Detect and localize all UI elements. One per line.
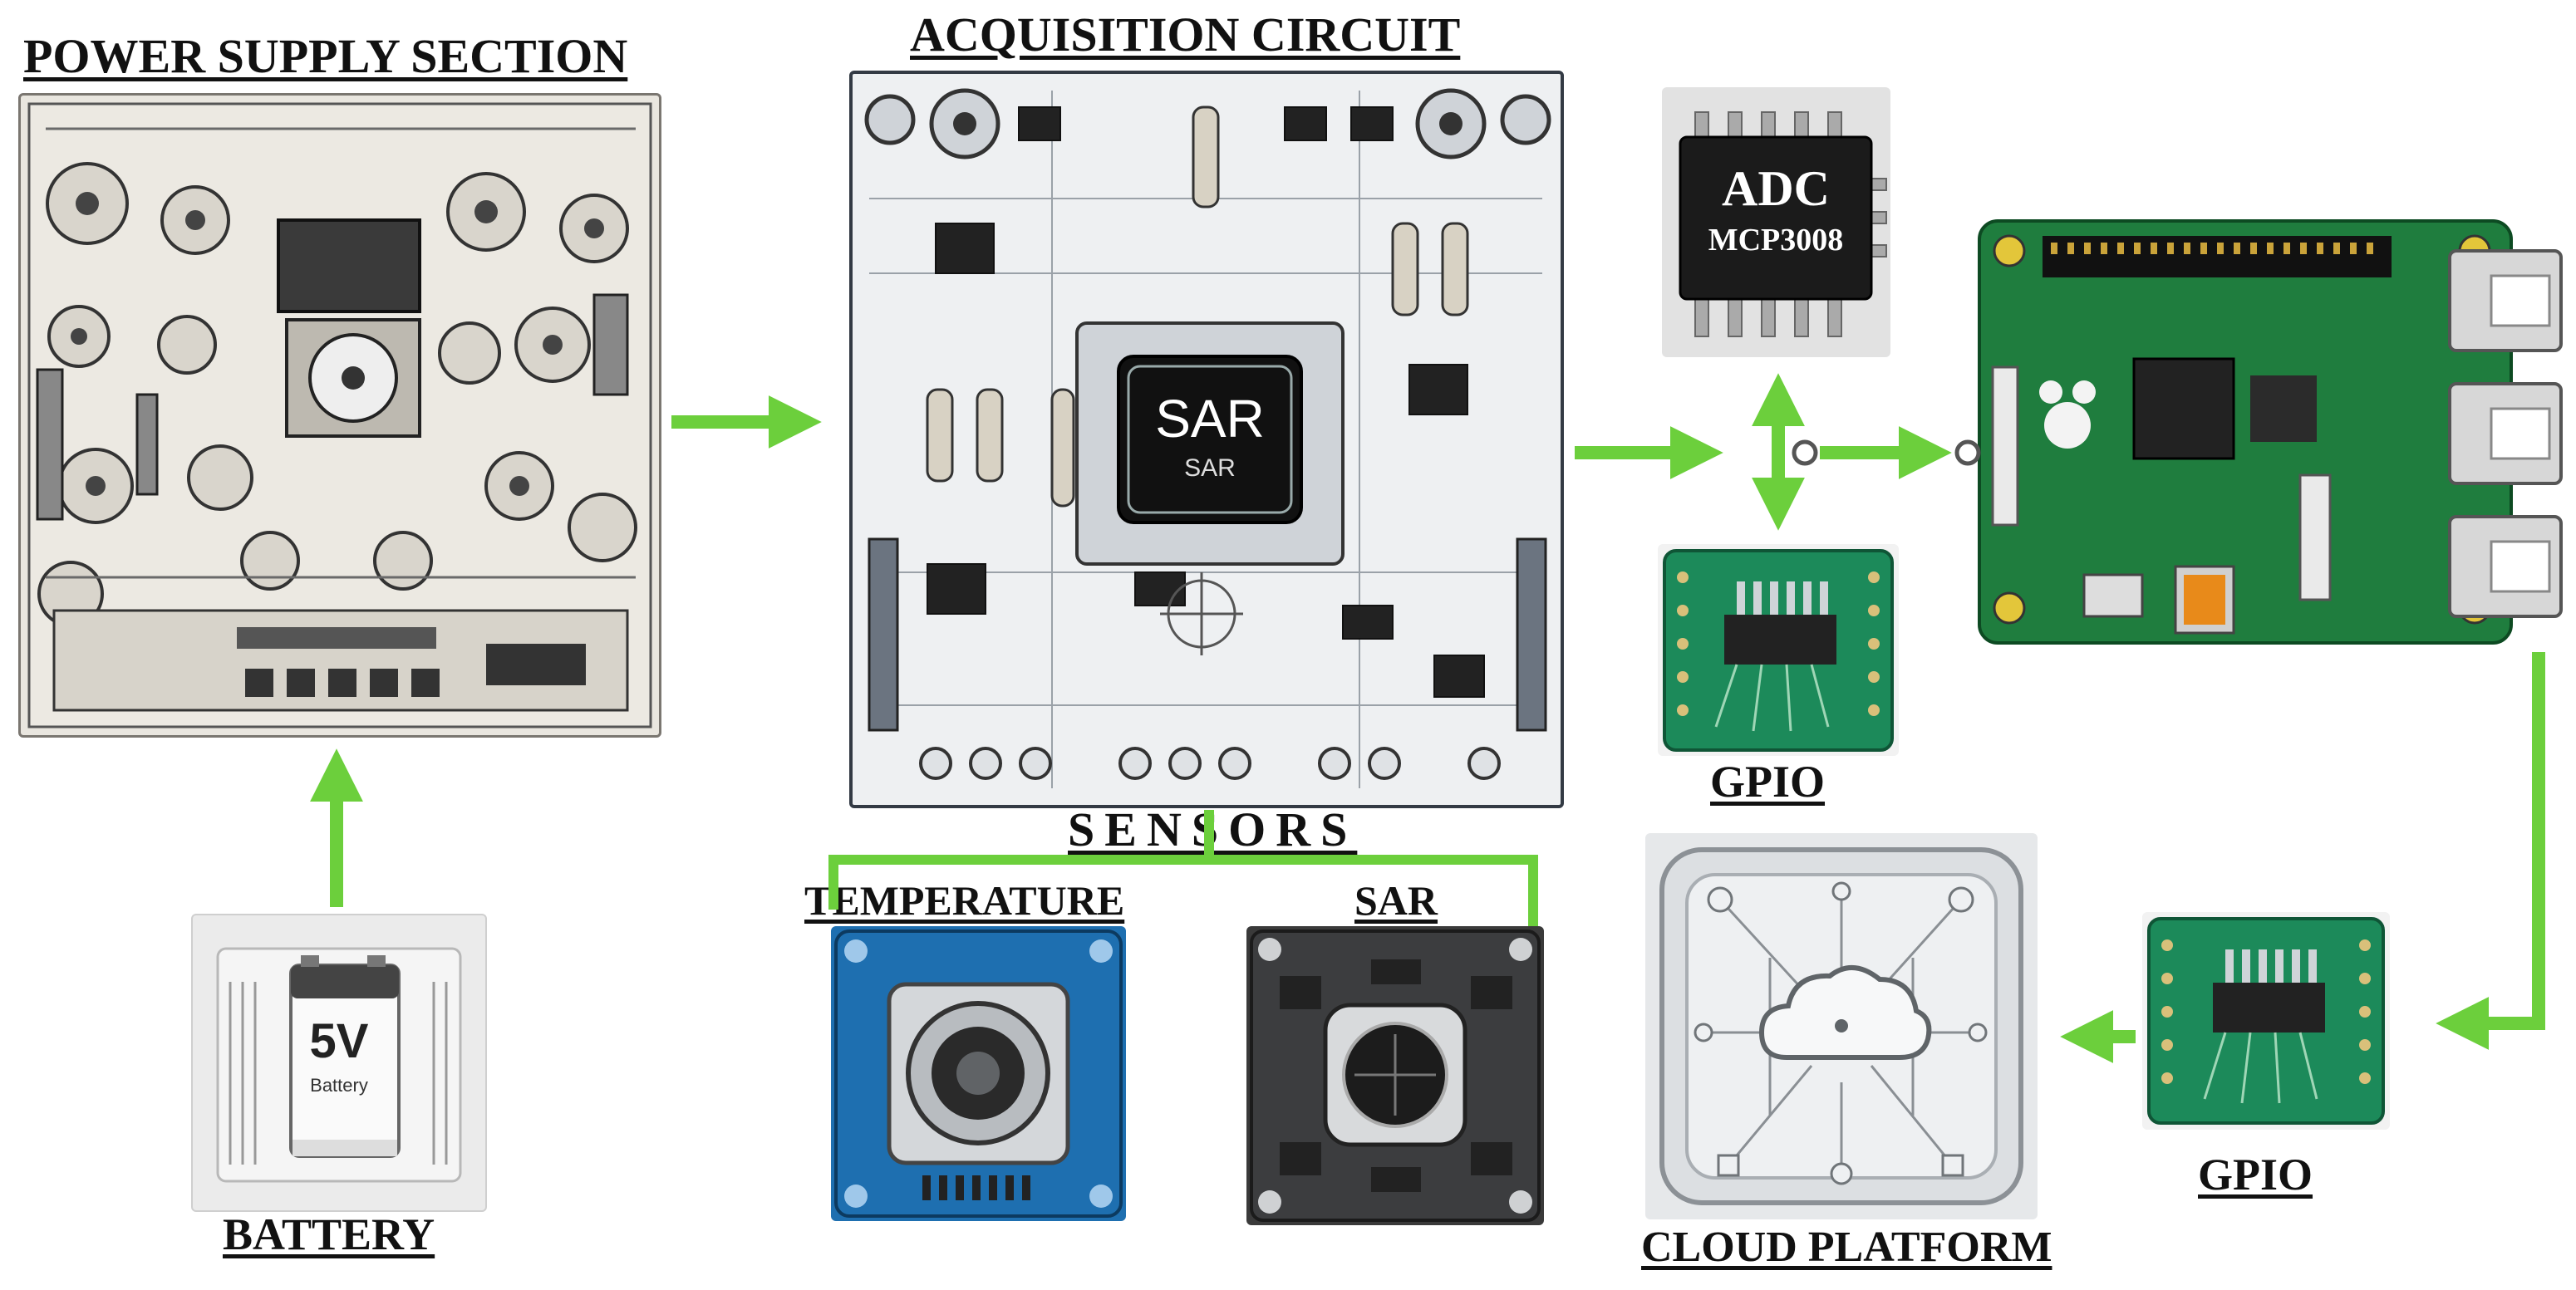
sar-chip-text: SAR — [1155, 389, 1265, 449]
arrow-pi-to-gpio-bottom — [2436, 652, 2545, 1050]
acquisition-circuit-board: SAR SAR — [849, 71, 1564, 808]
gpio-top-label: GPIO — [1710, 757, 1826, 807]
temperature-sensor-image — [831, 926, 1126, 1221]
gpio-bottom-label: GPIO — [2198, 1150, 2313, 1199]
battery-voltage-text: 5V — [309, 1014, 369, 1068]
sar-chip-subtext: SAR — [1184, 454, 1236, 482]
junction-node-left — [1792, 439, 1818, 466]
gpio-board-top — [1658, 544, 1899, 756]
power-supply-illustration — [27, 102, 652, 728]
battery-word-text: Battery — [310, 1075, 368, 1096]
adc-chip-image: ADC MCP3008 — [1662, 87, 1890, 357]
temperature-sensor-illustration — [834, 929, 1123, 1218]
cloud-platform-label: CLOUD PLATFORM — [1641, 1224, 2052, 1271]
cloud-platform-image — [1645, 833, 2038, 1219]
sar-sensor-image — [1246, 926, 1544, 1225]
adc-chip-line1: ADC — [1722, 161, 1830, 216]
power-supply-board — [18, 93, 661, 738]
gpio-bottom-illustration — [2147, 917, 2385, 1125]
temperature-label: TEMPERATURE — [804, 877, 1125, 924]
sar-label: SAR — [1354, 877, 1438, 924]
power-supply-label: POWER SUPPLY SECTION — [23, 29, 628, 83]
sensors-bracket — [828, 855, 1538, 926]
sar-sensor-illustration — [1250, 929, 1541, 1222]
junction-node-right — [1954, 439, 1981, 466]
gpio-top-illustration — [1663, 549, 1894, 752]
battery-image: 5V Battery — [191, 914, 487, 1212]
battery-illustration — [216, 947, 462, 1183]
battery-label: BATTERY — [223, 1209, 435, 1259]
gpio-board-bottom — [2142, 912, 2390, 1130]
adc-chip-line2: MCP3008 — [1708, 223, 1844, 258]
adc-chip-illustration — [1679, 111, 1887, 337]
raspberry-pi-illustration — [1978, 219, 2563, 645]
acquisition-circuit-label: ACQUISITION CIRCUIT — [910, 7, 1461, 61]
acquisition-circuit-illustration — [864, 88, 1551, 788]
cloud-platform-illustration — [1659, 847, 2023, 1205]
raspberry-pi-board — [1976, 218, 2564, 646]
